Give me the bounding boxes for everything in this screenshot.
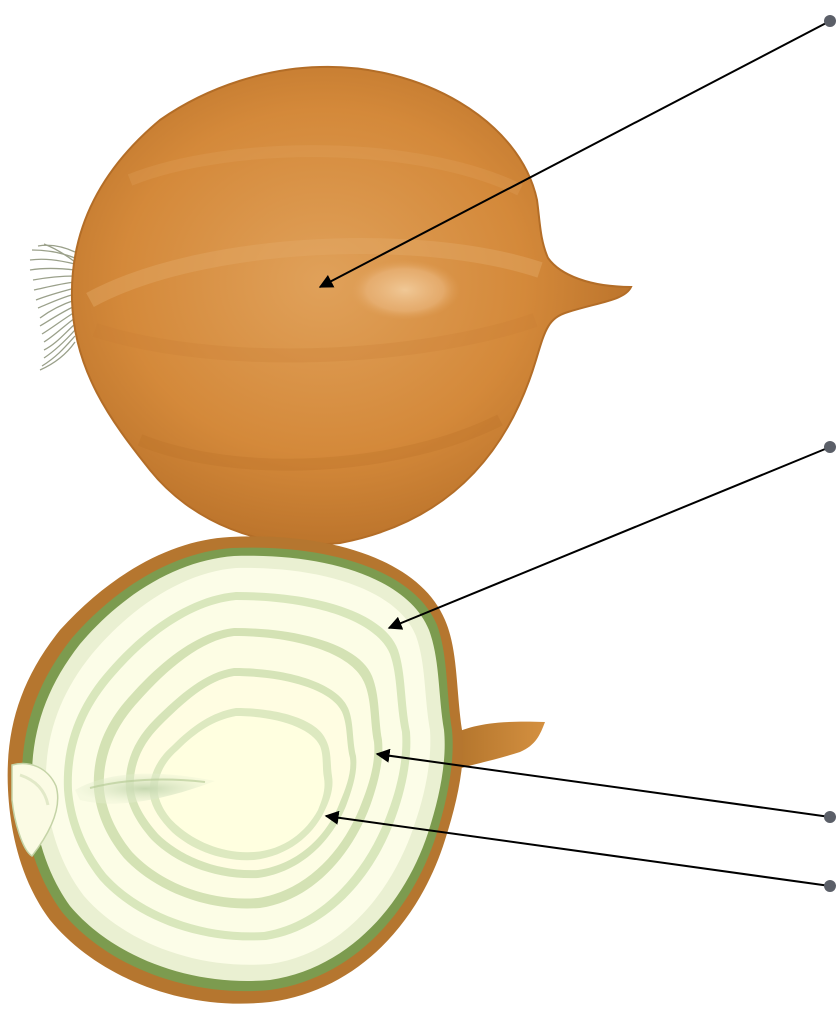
callout-dot-outer-skin bbox=[824, 15, 836, 27]
callout-dot-fleshy-layer bbox=[824, 441, 836, 453]
onion-cross-section bbox=[8, 536, 545, 1003]
skin-highlight bbox=[350, 260, 460, 320]
callout-dot-inner-layer bbox=[824, 811, 836, 823]
callout-dots bbox=[824, 15, 836, 892]
onion-skin bbox=[72, 67, 631, 545]
callout-dot-bud-centre bbox=[824, 880, 836, 892]
whole-onion bbox=[30, 67, 631, 545]
cross-section-stem bbox=[450, 722, 545, 770]
root-hairs bbox=[30, 244, 75, 370]
